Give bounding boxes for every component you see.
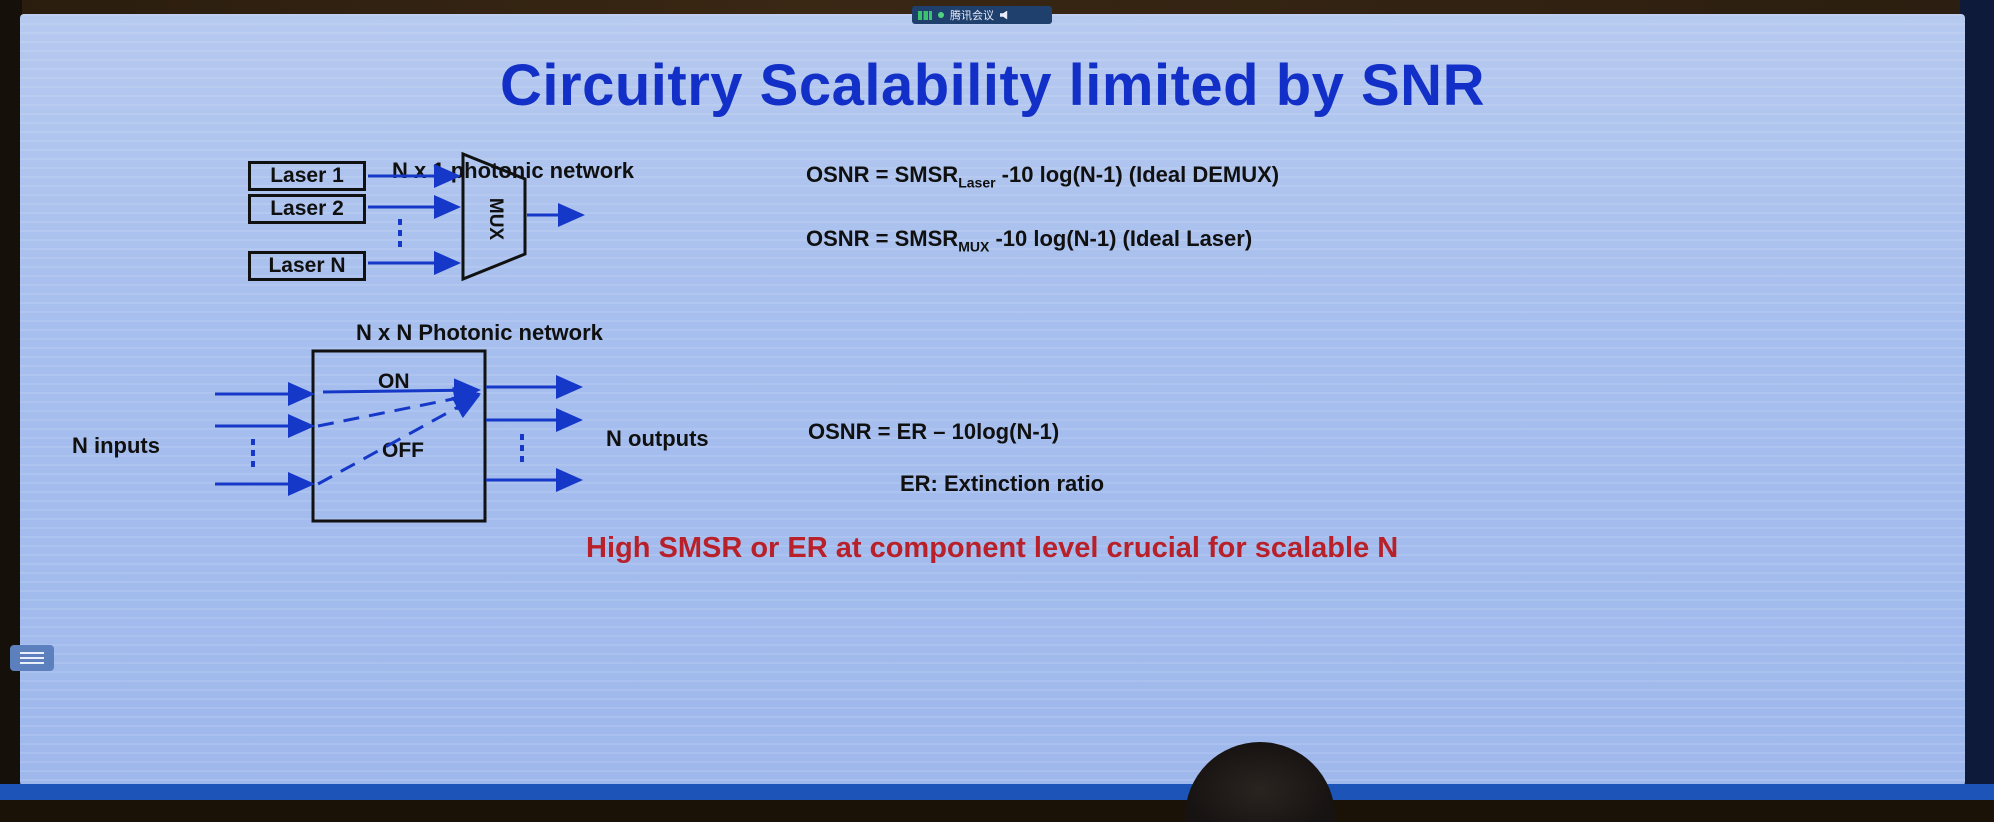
formula-3: OSNR = ER – 10log(N-1) <box>808 419 1060 444</box>
laser-1-box: Laser 1 <box>248 161 366 191</box>
projection-screen: Circuitry Scalability limited by SNR N x… <box>20 14 1965 786</box>
diagram-graphics: MUX <box>215 151 585 523</box>
mux-label: MUX <box>485 198 506 241</box>
slide-title: Circuitry Scalability limited by SNR <box>500 53 1485 118</box>
meeting-label: 腾讯会议 <box>950 10 994 22</box>
network1-heading: N x 1 photonic network <box>392 158 635 183</box>
menu-line-icon <box>20 662 44 664</box>
conclusion-text: High SMSR or ER at component level cruci… <box>586 532 1399 564</box>
n-inputs-label: N inputs <box>72 433 160 458</box>
laser-n-box: Laser N <box>248 251 366 281</box>
tencent-meeting-indicator[interactable]: 腾讯会议 <box>912 6 1052 24</box>
room-background-right <box>1960 0 1994 800</box>
n-outputs-label: N outputs <box>606 426 709 451</box>
network2-heading: N x N Photonic network <box>356 320 603 345</box>
on-label: ON <box>378 370 410 393</box>
bottom-edge <box>0 784 1994 800</box>
menu-line-icon <box>20 657 44 659</box>
mux-block <box>461 151 527 282</box>
menu-button[interactable] <box>10 645 54 671</box>
room-background-left <box>0 0 22 800</box>
er-definition: ER: Extinction ratio <box>900 471 1105 496</box>
off-path-1 <box>317 386 481 428</box>
off-label: OFF <box>382 439 424 462</box>
menu-line-icon <box>20 652 44 654</box>
switch-box <box>311 349 487 523</box>
signal-icon <box>918 10 932 20</box>
formula-1: OSNR = SMSRLaser -10 log(N-1) (Ideal DEM… <box>806 162 1280 191</box>
laser-2-box: Laser 2 <box>248 194 366 224</box>
status-dot-icon <box>938 12 944 18</box>
formula-2: OSNR = SMSRMUX -10 log(N-1) (Ideal Laser… <box>806 226 1253 255</box>
speaker-icon[interactable] <box>1000 10 1008 20</box>
on-path-arrow <box>322 378 481 403</box>
off-path-2 <box>317 394 481 486</box>
